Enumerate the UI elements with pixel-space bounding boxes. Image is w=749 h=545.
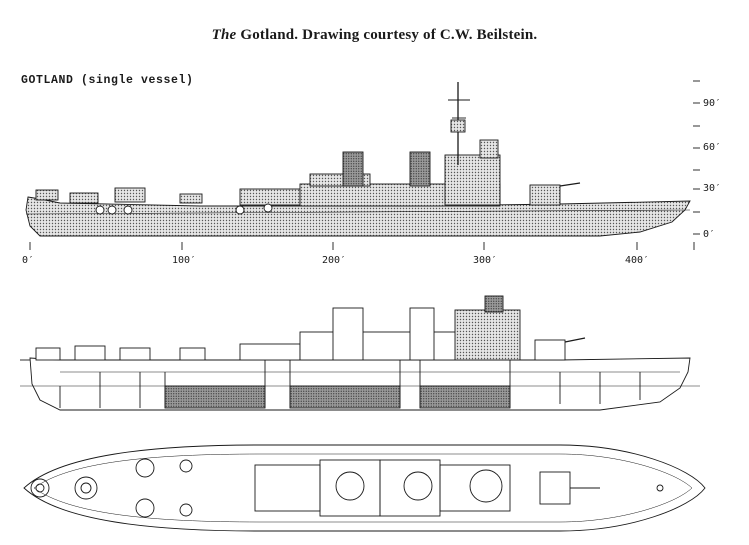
height-scale [693, 80, 700, 235]
caption-italic: The [211, 27, 237, 43]
length-scale [29, 242, 695, 250]
scale-label-100: 100′ [172, 255, 197, 266]
profile-view [25, 82, 691, 237]
inboard-profile [20, 295, 700, 411]
height-label-30: 30′ [703, 183, 722, 194]
scale-label-300: 300′ [473, 255, 498, 266]
height-label-90: 90′ [703, 98, 722, 109]
vessel-label: GOTLAND (single vessel) [21, 74, 194, 87]
height-label-0: 0′ [703, 229, 716, 240]
scale-label-0: 0′ [22, 255, 35, 266]
height-label-60: 60′ [703, 142, 722, 153]
figure-caption: The Gotland. Drawing courtesy of C.W. Be… [0, 27, 749, 44]
caption-text: Gotland. Drawing courtesy of C.W. Beilst… [240, 27, 538, 43]
scale-label-400: 400′ [625, 255, 650, 266]
deck-plan [23, 444, 706, 532]
scale-label-200: 200′ [322, 255, 347, 266]
